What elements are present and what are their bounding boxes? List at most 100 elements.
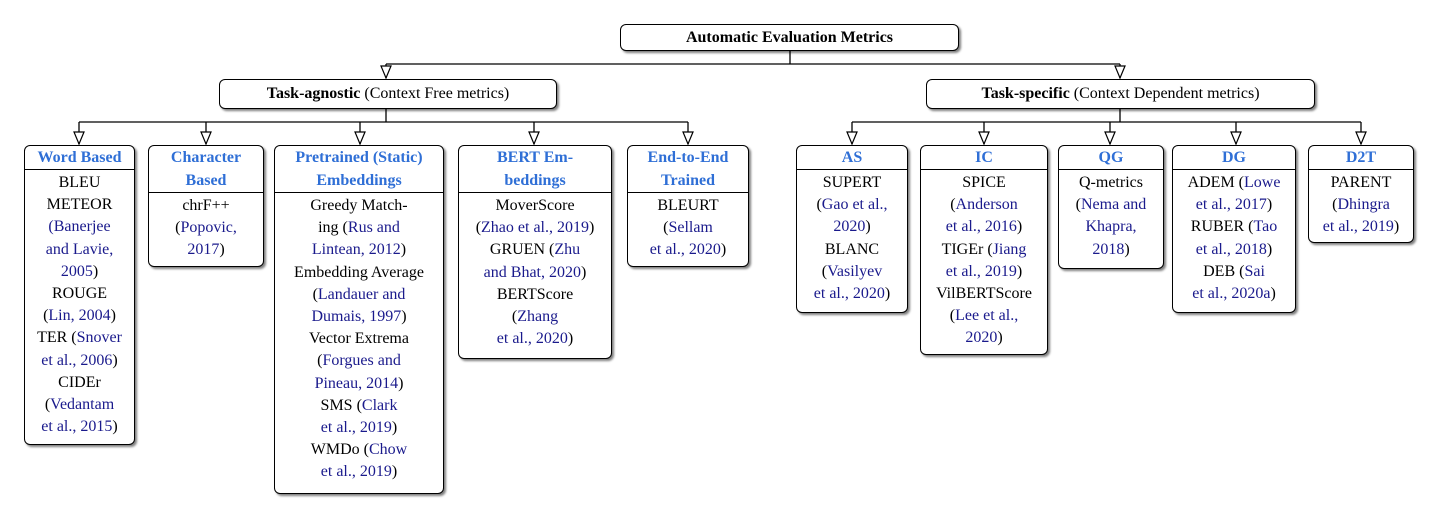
metric-line: et al., 2020a) xyxy=(1177,283,1291,305)
citation-text: Dhingra xyxy=(1337,196,1390,214)
metric-text: ) xyxy=(112,351,118,369)
metric-text: BERTScore xyxy=(496,285,574,303)
metric-text: ) xyxy=(567,330,574,348)
metric-text: ) xyxy=(1266,240,1273,258)
category-bert-embeddings: BERT Em-beddings MoverScore(Zhao et al.,… xyxy=(458,145,612,359)
metric-line: et al., 2017) xyxy=(1177,194,1291,216)
metric-line: (Anderson xyxy=(925,194,1043,216)
metric-text: ) xyxy=(865,218,871,236)
category-title-line: Character xyxy=(170,149,242,166)
metric-text: ) xyxy=(588,219,595,237)
metric-text: chrF++ xyxy=(182,197,230,214)
metric-text: ( xyxy=(821,262,828,280)
metric-line: ing (Rus and xyxy=(279,217,439,239)
metric-line: (Landauer and xyxy=(279,284,439,306)
metric-text: TIGEr ( xyxy=(941,240,993,258)
citation-text: Zhu xyxy=(554,241,581,259)
metric-line: Pineau, 2014) xyxy=(279,373,439,395)
metric-text: ( xyxy=(950,196,956,214)
citation-text: et al., 2020 xyxy=(496,330,568,348)
metric-text: DEB ( xyxy=(1203,262,1245,280)
metric-text: SMS ( xyxy=(320,396,362,414)
metric-text: VilBERTScore xyxy=(936,285,1032,303)
metric-text: ) xyxy=(92,262,99,280)
metric-text: ( xyxy=(175,219,181,237)
citation-text: et al., 2020a xyxy=(1192,285,1271,303)
metric-text: RUBER ( xyxy=(1190,218,1254,236)
citation-text: et al., 2019 xyxy=(320,463,392,481)
metric-line: (Forgues and xyxy=(279,350,439,372)
metric-line: DEB (Sai xyxy=(1177,261,1291,283)
metric-text: BLANC xyxy=(824,240,880,258)
metric-line: et al., 2006) xyxy=(29,350,130,372)
category-metrics: chrF++ (Popovic,2017) xyxy=(149,193,263,264)
citation-text: 2005 xyxy=(60,262,93,280)
citation-text: Snover xyxy=(76,329,122,347)
metric-line: (Zhang xyxy=(463,306,607,328)
metric-line: 2017) xyxy=(153,239,259,261)
metric-line: (Lin, 2004) xyxy=(29,305,130,327)
metric-line: Lintean, 2012) xyxy=(279,239,439,261)
metric-text: PARENT xyxy=(1330,174,1392,191)
task-agnostic-desc: (Context Free metrics) xyxy=(360,85,510,102)
metric-line: et al., 2019) xyxy=(279,417,439,439)
metric-line: (Vasilyev xyxy=(801,261,903,283)
root-node: Automatic Evaluation Metrics xyxy=(620,24,959,51)
category-title: QG xyxy=(1059,146,1163,170)
metric-text: ing ( xyxy=(318,219,348,237)
task-agnostic-node: Task-agnostic (Context Free metrics) xyxy=(219,79,557,109)
metric-text: Q-metrics xyxy=(1079,174,1143,191)
metric-line: et al., 2020) xyxy=(463,328,607,350)
citation-text: Lowe xyxy=(1244,174,1281,191)
category-title-line: Based xyxy=(185,172,227,189)
citation-text: Gao et al., xyxy=(821,196,888,214)
category-title: Pretrained (Static)Embeddings xyxy=(275,146,443,193)
citation-text: Dumais, 1997 xyxy=(311,308,402,326)
category-as: AS SUPERT(Gao et al.,2020)BLANC(Vasilyev… xyxy=(796,145,908,313)
metric-text: BLEU xyxy=(58,174,101,191)
task-specific-label: Task-specific xyxy=(981,85,1070,102)
metric-line: PARENT xyxy=(1313,172,1409,194)
metric-line: TIGEr (Jiang xyxy=(925,239,1043,261)
metric-line: (Popovic, xyxy=(153,217,259,239)
metric-line: MoverScore xyxy=(463,195,607,217)
metric-text: ( xyxy=(1075,196,1081,214)
metric-text: ) xyxy=(112,418,118,436)
metric-text: METEOR xyxy=(46,196,113,214)
citation-text: et al., 2019 xyxy=(1322,218,1394,236)
citation-text: 2020 xyxy=(965,329,998,347)
citation-text: Pineau, 2014 xyxy=(314,374,399,392)
citation-text: Lee et al., xyxy=(955,307,1019,325)
citation-text: Zhao et al., 2019 xyxy=(481,219,589,237)
metric-text: ) xyxy=(1266,196,1273,214)
metric-text: CIDEr xyxy=(58,373,101,391)
metric-line: BLANC xyxy=(801,239,903,261)
citation-text: Clark xyxy=(361,396,398,414)
metric-text: Vector Extrema xyxy=(309,330,409,348)
metric-text: ) xyxy=(219,241,225,259)
metric-text: ADEM ( xyxy=(1187,174,1244,191)
metric-line: (Lee et al., xyxy=(925,305,1043,327)
metric-line: METEOR xyxy=(29,194,130,216)
metric-line: (Nema and xyxy=(1063,194,1159,216)
metric-text: ( xyxy=(511,308,518,326)
metric-text: ) xyxy=(1016,218,1023,236)
category-title: IC xyxy=(921,146,1047,170)
metric-text: ) xyxy=(1124,240,1130,258)
citation-text: Sai xyxy=(1244,262,1265,280)
metric-line: et al., 2019) xyxy=(1313,216,1409,238)
metric-line: (Vedantam xyxy=(29,394,130,416)
metric-line: et al., 2015) xyxy=(29,416,130,438)
metric-line: 2020) xyxy=(925,327,1043,349)
metric-text: ( xyxy=(816,196,822,214)
metric-line: Vector Extrema xyxy=(279,328,439,350)
metric-text: GRUEN ( xyxy=(489,241,555,259)
